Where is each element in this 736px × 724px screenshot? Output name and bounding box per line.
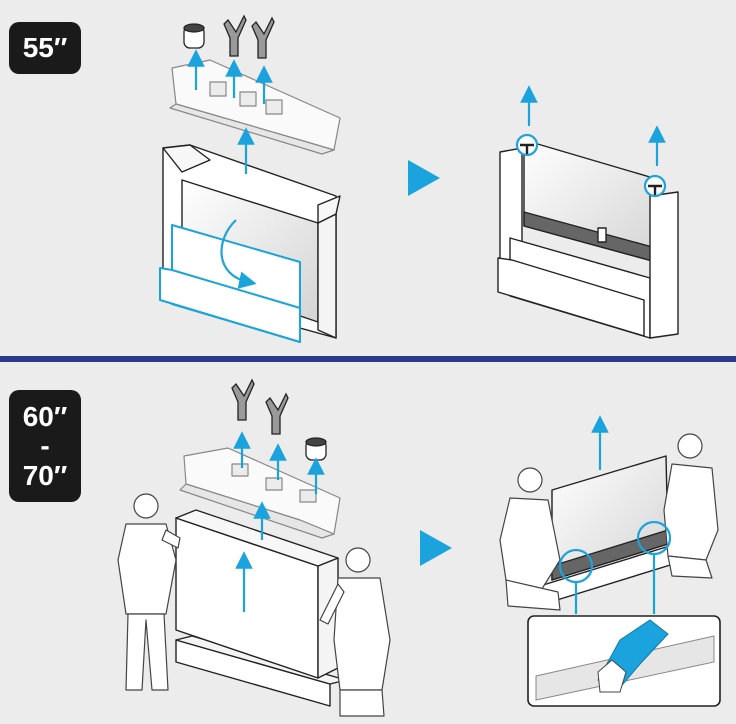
size-badge-60-70: 60″ - 70″ — [9, 390, 81, 502]
fold-arrow-icon — [220, 219, 257, 289]
person-left-icon — [117, 493, 181, 691]
badge-line: 70″ — [22, 459, 68, 491]
badge-line: 55″ — [22, 32, 68, 64]
next-step-arrow-icon — [408, 160, 440, 196]
stand-leg-icon — [223, 14, 247, 57]
clip-callouts — [515, 85, 667, 198]
stand-leg-icon — [231, 378, 255, 421]
stand-leg-icon — [251, 16, 275, 59]
stand-leg-icon — [265, 392, 289, 435]
step-4-remove-tv — [539, 455, 681, 605]
step-2-tv-in-box — [497, 139, 679, 339]
parts-55 — [183, 14, 275, 59]
parts-60-70 — [231, 378, 327, 461]
step-1-open-box — [159, 144, 341, 343]
grip-detail-inset — [527, 615, 721, 707]
person-right-icon — [663, 433, 719, 579]
person-right-icon — [319, 547, 391, 717]
next-step-arrow-icon — [420, 530, 452, 566]
size-badge-55: 55″ — [9, 22, 81, 74]
lift-arrows-55 — [187, 49, 273, 174]
grip-callouts — [558, 520, 672, 614]
step-3-lift-box — [175, 509, 347, 707]
badge-line: - — [40, 430, 50, 462]
badge-line: 60″ — [22, 400, 68, 432]
person-left-icon — [499, 467, 561, 611]
lift-arrows-60-70 — [233, 431, 325, 612]
section-divider — [0, 356, 736, 362]
